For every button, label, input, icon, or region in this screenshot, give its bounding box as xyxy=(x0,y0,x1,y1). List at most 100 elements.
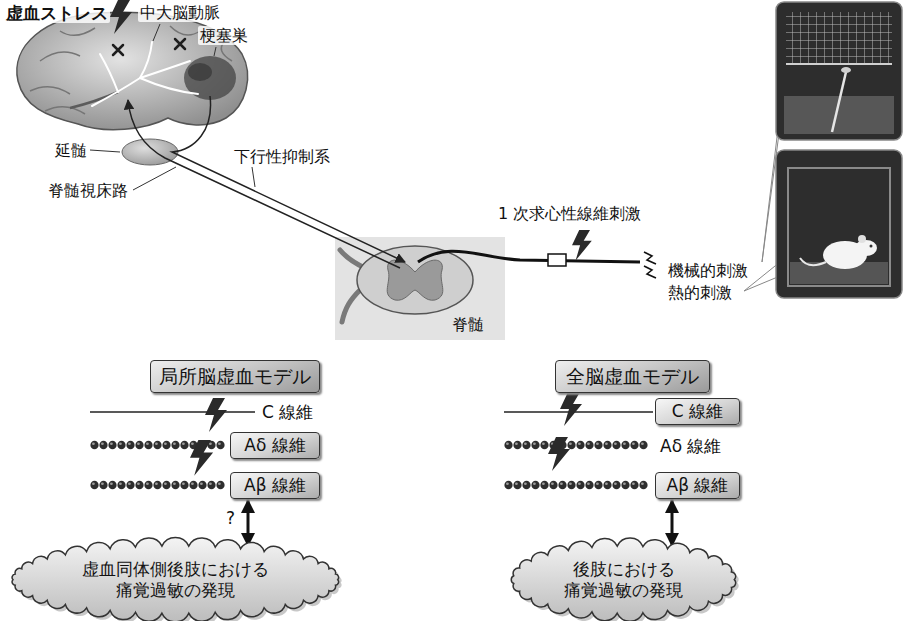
stimulus-label: 機械的刺激 xyxy=(668,261,748,280)
node-text: Aβ 線維 xyxy=(667,475,729,495)
double-arrow xyxy=(247,499,250,547)
brain-figure xyxy=(140,61,190,78)
brain-figure xyxy=(60,28,95,35)
brain-figure xyxy=(175,39,185,49)
brain-figure xyxy=(92,42,198,106)
node-text-group: 局所脳虚血モデル xyxy=(159,365,311,388)
brain-figure xyxy=(92,78,140,106)
fiber-box: Aβ 線維 xyxy=(230,472,320,499)
node-text: 局所脳虚血モデル xyxy=(159,365,311,388)
node-text: 後肢における 痛覚過敏の発現 xyxy=(559,559,688,600)
cloud-shape xyxy=(511,538,735,621)
node-text-group: Aβ 線維 xyxy=(244,475,306,495)
photo-callout xyxy=(788,168,890,286)
fiber-box: Aδ 線維 xyxy=(230,432,320,459)
node-text: 全脳虚血モデル xyxy=(566,365,699,388)
afferent-fiber xyxy=(418,251,640,262)
node-text-group: 虚血同体側後肢における 痛覚過敏の発現 xyxy=(77,559,274,600)
node-text: 虚血同体側後肢における 痛覚過敏の発現 xyxy=(77,559,274,600)
photo-callout xyxy=(870,245,873,248)
photo-callout xyxy=(832,72,846,132)
infarct-label: 梗塞巣 xyxy=(198,26,250,45)
result-cloud: 後肢における 痛覚過敏の発現 xyxy=(505,538,742,621)
nerve-fiber xyxy=(90,412,653,490)
artery-label: 中大脳動脈 xyxy=(138,3,222,22)
spinal-cord-figure xyxy=(340,250,365,268)
stimulus-site xyxy=(548,254,566,266)
photo-callout xyxy=(744,262,780,291)
brain-figure xyxy=(45,107,85,114)
photo-callout xyxy=(744,150,902,298)
leader-line xyxy=(90,150,120,152)
node-text: Aβ 線維 xyxy=(244,475,306,495)
spinal-cord-figure xyxy=(335,237,505,340)
cloud-outline xyxy=(5,538,346,621)
pathway-label: 下行性抑制系 xyxy=(234,147,330,166)
brain-figure xyxy=(30,87,70,94)
node-text-group: C 線維 xyxy=(672,401,723,421)
nerve-fiber xyxy=(504,480,648,490)
nerve-fiber xyxy=(90,411,255,413)
model-box: 局所脳虚血モデル xyxy=(150,360,320,393)
brain-figure xyxy=(113,39,185,55)
stimulus-label: 1 次求心性線維刺激 xyxy=(498,204,641,223)
lightning-bolt xyxy=(548,437,570,471)
photo-callout xyxy=(776,2,902,140)
brain-figure xyxy=(113,45,123,55)
spinal-label: 脊髄 xyxy=(452,315,484,334)
medulla-label: 延髄 xyxy=(55,141,87,160)
node-text: C 線維 xyxy=(672,401,723,421)
medulla-figure xyxy=(122,139,178,165)
question-mark: ? xyxy=(226,508,235,528)
lightning-bolt xyxy=(110,0,132,34)
lightning-bolt xyxy=(560,392,582,426)
photo-callout xyxy=(855,240,877,256)
node-text-group: 全脳虚血モデル xyxy=(566,365,699,388)
brain-figure xyxy=(188,63,212,81)
lightning-bolt xyxy=(572,230,592,261)
brain-figure xyxy=(140,42,152,78)
ascending-pathway xyxy=(128,100,400,268)
node-text-group: 後肢における 痛覚過敏の発現 xyxy=(559,559,688,600)
leader-line xyxy=(90,24,255,190)
stimulus-symbol xyxy=(644,252,656,278)
nerve-fiber xyxy=(504,411,653,413)
stimulus-label: 熱的刺激 xyxy=(668,283,732,302)
spinal-cord-figure xyxy=(342,290,360,322)
fiber-box: Aβ 線維 xyxy=(655,472,740,499)
node-text: Aδ 線維 xyxy=(244,435,305,455)
fiber-label: Aδ 線維 xyxy=(660,436,721,456)
leader-line xyxy=(153,24,160,41)
stimulus-symbol xyxy=(644,252,656,264)
brain-figure xyxy=(140,78,198,94)
model-box: 全脳虚血モデル xyxy=(555,360,710,393)
stimulus-symbol xyxy=(644,266,656,278)
node-text-group: Aβ 線維 xyxy=(667,475,729,495)
double-arrow xyxy=(671,499,674,547)
photo-callout xyxy=(858,235,866,243)
spinal-cord-figure xyxy=(335,237,505,340)
cloud-shape xyxy=(12,538,339,621)
result-cloud: 虚血同体側後肢における 痛覚過敏の発現 xyxy=(5,538,346,621)
leader-line xyxy=(133,167,176,190)
lightning-bolt xyxy=(190,440,213,476)
photo-callout xyxy=(841,67,851,73)
cloud-outline xyxy=(505,538,742,621)
pathway-label: 脊髄視床路 xyxy=(48,181,128,200)
photo-callout xyxy=(800,258,826,265)
brain-figure xyxy=(170,26,200,35)
photo-callout xyxy=(776,150,902,298)
photo-callout xyxy=(786,63,892,65)
brain-figure xyxy=(40,52,80,61)
leader-line xyxy=(214,47,216,56)
photo-callout xyxy=(786,12,892,64)
leader-line xyxy=(252,167,255,187)
fiber-box: C 線維 xyxy=(655,398,740,425)
descending-pathway xyxy=(172,96,405,262)
brain-figure xyxy=(100,54,118,92)
nerve-fiber xyxy=(90,480,225,490)
fiber-label: C 線維 xyxy=(262,402,313,422)
